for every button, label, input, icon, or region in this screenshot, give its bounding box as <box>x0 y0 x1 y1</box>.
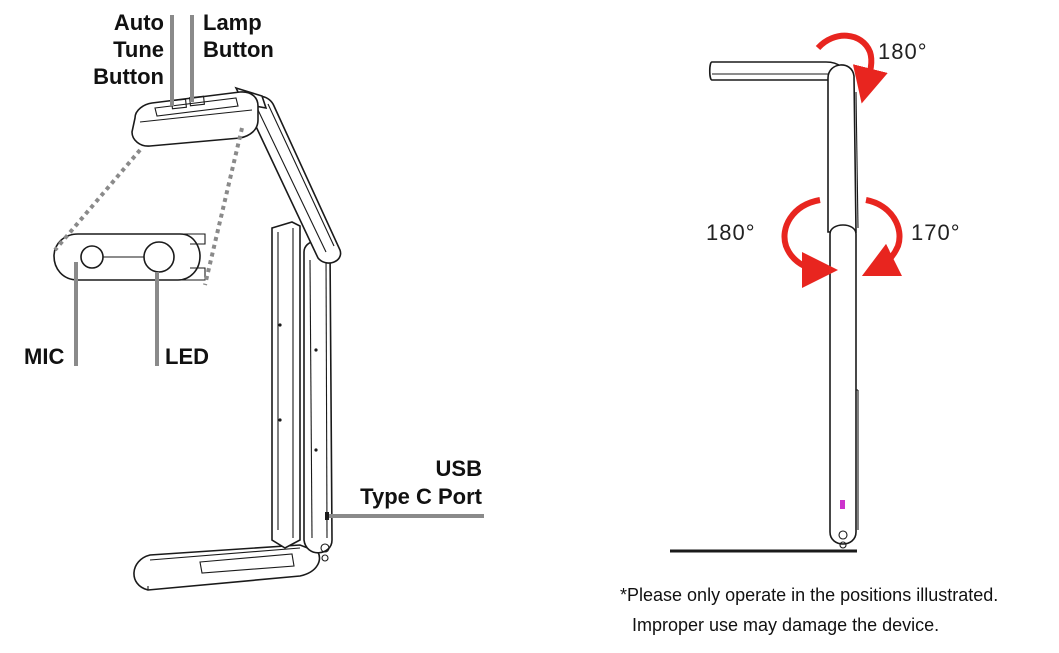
svg-text:Button: Button <box>93 64 164 89</box>
angle-arm-rotation-right: 170° <box>911 220 961 245</box>
svg-text:Improper use may damage the de: Improper use may damage the device. <box>632 615 939 635</box>
rotation-arrow-left <box>781 197 838 288</box>
svg-text:USB: USB <box>436 456 482 481</box>
led-lamp <box>143 241 175 273</box>
svg-text:Tune: Tune <box>113 37 164 62</box>
side-upper-arm <box>827 64 857 233</box>
svg-text:Lamp: Lamp <box>203 10 262 35</box>
label-lamp-button: Lamp Button <box>203 10 274 62</box>
side-camera-head <box>708 61 847 81</box>
label-mic: MIC <box>24 344 64 369</box>
usb-port <box>325 512 329 520</box>
angle-head-rotation: 180° <box>878 39 928 64</box>
device-camera-head <box>131 91 259 147</box>
svg-text:Type C Port: Type C Port <box>360 484 483 509</box>
rotation-arrow-right <box>861 197 903 277</box>
label-usb-port: USB Type C Port <box>360 456 483 509</box>
rotation-arrow-head <box>815 32 888 104</box>
head-underside-detail <box>53 233 206 281</box>
zoom-guide-line-right <box>203 127 244 286</box>
svg-text:*Please only operate in the po: *Please only operate in the positions il… <box>620 585 998 605</box>
angle-arm-rotation-left: 180° <box>706 220 756 245</box>
label-auto-tune-button: Auto Tune Button <box>93 10 164 89</box>
mic-hole <box>80 245 104 269</box>
usage-note: *Please only operate in the positions il… <box>620 585 998 635</box>
svg-text:Auto: Auto <box>114 10 164 35</box>
side-lower-post <box>829 224 857 545</box>
device-post <box>271 221 333 562</box>
svg-text:Button: Button <box>203 37 274 62</box>
label-led: LED <box>165 344 209 369</box>
device-perspective <box>53 15 484 591</box>
device-base <box>133 544 321 591</box>
side-usb-indicator <box>840 500 845 509</box>
device-side-view <box>670 61 859 553</box>
zoom-guide-line-left <box>53 148 142 252</box>
